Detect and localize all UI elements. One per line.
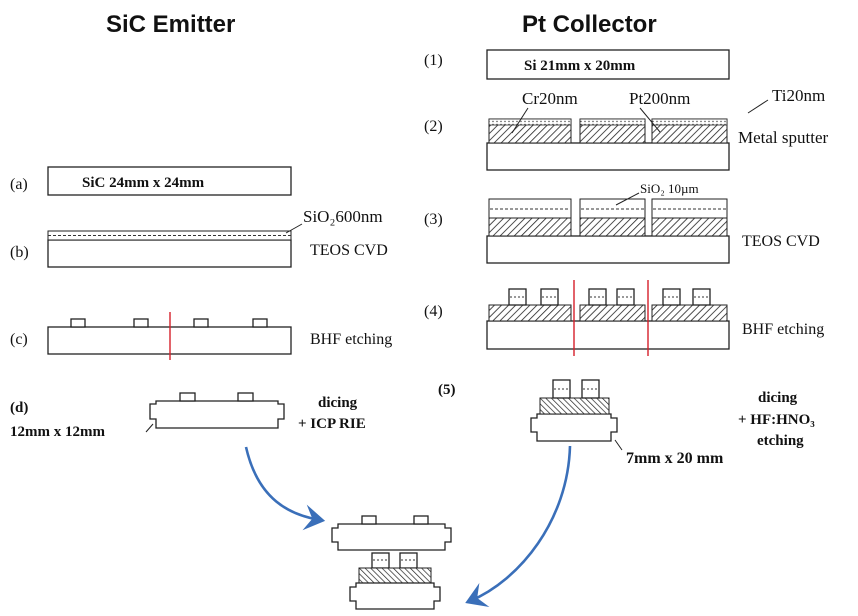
bhf-etching-label-right: BHF etching	[742, 321, 824, 338]
step-2-label: (2)	[424, 118, 443, 135]
cr-leader-line	[511, 107, 529, 134]
step-1-label: (1)	[424, 52, 443, 69]
chip-size-7mm: 7mm x 20 mm	[626, 450, 724, 467]
step-d-label: (d)	[10, 400, 28, 416]
diced-pt-chip	[530, 379, 618, 442]
teos-cvd-label-left: TEOS CVD	[310, 242, 388, 259]
si-size-text: Si 21mm x 20mm	[524, 58, 636, 74]
dicing-label-right: dicing	[758, 390, 798, 406]
ti20nm-label: Ti20nm	[772, 86, 825, 105]
bhf-etching-label-left: BHF etching	[310, 331, 392, 348]
metal-sputter-stack	[486, 118, 730, 171]
metal-sputter-label: Metal sputter	[738, 128, 829, 147]
sio2-10um-label: SiO₂ 10µm	[640, 181, 699, 196]
title-sic-emitter: SiC Emitter	[106, 11, 235, 38]
sic-size-text: SiC 24mm x 24mm	[82, 175, 205, 191]
sic-substrate-c	[47, 312, 292, 360]
chip-size-leader-right	[614, 439, 623, 451]
dicing-label-left: dicing	[318, 395, 358, 411]
teos-cvd-label-right: TEOS CVD	[742, 233, 820, 250]
sic-substrate-a: SiC 24mm x 24mm	[47, 166, 292, 196]
step-3-label: (3)	[424, 211, 443, 228]
ti-leader-line	[747, 99, 769, 114]
step-4-label: (4)	[424, 303, 443, 320]
sio2-leader-line-3	[615, 192, 640, 206]
cr20nm-label: Cr20nm	[522, 89, 578, 108]
sic-substrate-b	[47, 230, 292, 268]
step-a-label: (a)	[10, 176, 28, 193]
sio2-600nm-label: SiO₂600nm	[303, 207, 383, 226]
si-substrate-1: Si 21mm x 20mm	[486, 49, 730, 80]
pt-leader-line	[639, 107, 661, 133]
assembled-device	[331, 515, 452, 610]
teos-cvd-stack	[486, 198, 730, 264]
icp-rie-label: + ICP RIE	[298, 416, 366, 432]
emitter-to-assembly-arrow	[244, 446, 326, 531]
step-5-label: (5)	[438, 382, 456, 398]
title-pt-collector: Pt Collector	[522, 11, 657, 38]
collector-to-assembly-arrow	[465, 445, 572, 607]
diced-sic-chip	[149, 392, 285, 429]
hf-hno3-label: + HF:HNO₃	[738, 412, 815, 428]
step-b-label: (b)	[10, 244, 29, 261]
bhf-etched-stack	[486, 280, 730, 356]
chip-size-leader-left	[145, 423, 154, 433]
pt200nm-label: Pt200nm	[629, 89, 690, 108]
chip-size-12mm: 12mm x 12mm	[10, 424, 105, 440]
step-c-label: (c)	[10, 331, 28, 348]
sio2-leader-line-b	[285, 223, 303, 234]
etching-label: etching	[757, 433, 804, 449]
